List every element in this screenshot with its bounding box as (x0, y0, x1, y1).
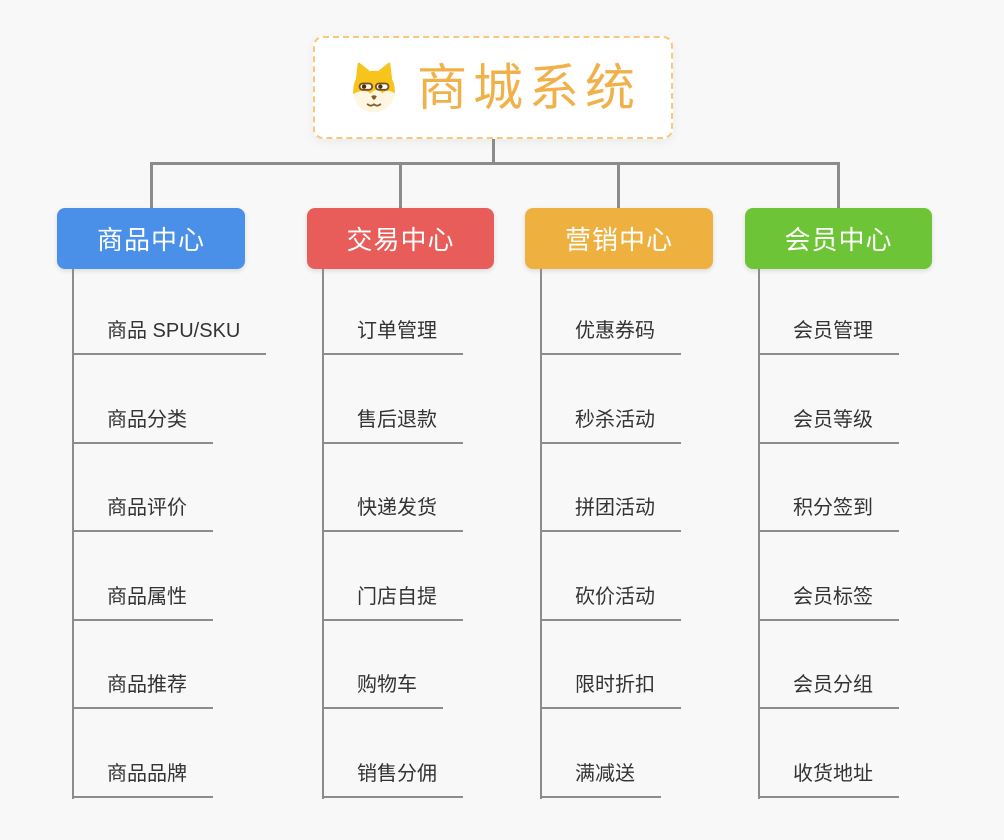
leaf-node[interactable]: 商品 SPU/SKU (74, 269, 267, 355)
leaf-node[interactable]: 砍价活动 (542, 532, 681, 621)
branch-children-trade: 订单管理 售后退款 快递发货 门店自提 购物车 销售分佣 (322, 269, 463, 799)
leaf-label: 积分签到 (760, 496, 899, 533)
leaf-label: 商品属性 (74, 585, 213, 621)
leaf-node[interactable]: 快递发货 (324, 444, 463, 533)
leaf-label: 销售分佣 (324, 762, 463, 798)
leaf-label: 会员分组 (760, 673, 899, 710)
leaf-label: 收货地址 (760, 762, 899, 798)
leaf-node[interactable]: 秒杀活动 (542, 355, 681, 444)
leaf-label: 砍价活动 (542, 585, 681, 621)
leaf-node[interactable]: 商品分类 (74, 355, 266, 444)
leaf-node[interactable]: 会员分组 (760, 621, 899, 710)
branch-node-member-center[interactable]: 会员中心 (745, 208, 932, 269)
branch-node-marketing-center[interactable]: 营销中心 (525, 208, 713, 269)
leaf-node[interactable]: 积分签到 (760, 444, 899, 533)
leaf-label: 秒杀活动 (542, 408, 681, 444)
leaf-node[interactable]: 售后退款 (324, 355, 463, 444)
leaf-node[interactable]: 会员标签 (760, 532, 899, 621)
leaf-label: 购物车 (324, 673, 443, 710)
leaf-label: 会员等级 (760, 408, 899, 444)
connector-drop-trade (399, 162, 402, 208)
leaf-label: 拼团活动 (542, 496, 681, 533)
leaf-node[interactable]: 商品评价 (74, 444, 266, 533)
leaf-node[interactable]: 拼团活动 (542, 444, 681, 533)
branch-label: 会员中心 (784, 225, 893, 255)
leaf-label: 快递发货 (324, 496, 463, 533)
leaf-label: 商品品牌 (74, 762, 213, 798)
leaf-node[interactable]: 限时折扣 (542, 621, 681, 710)
leaf-label: 会员管理 (760, 319, 899, 355)
leaf-label: 满减送 (542, 762, 661, 798)
connector-drop-member (837, 162, 840, 208)
branch-children-member: 会员管理 会员等级 积分签到 会员标签 会员分组 收货地址 (758, 269, 899, 799)
leaf-label: 商品评价 (74, 496, 213, 533)
leaf-node[interactable]: 销售分佣 (324, 709, 463, 798)
leaf-label: 售后退款 (324, 408, 463, 444)
leaf-label: 商品分类 (74, 408, 213, 444)
leaf-node[interactable]: 订单管理 (324, 269, 463, 355)
connector-root-stem (492, 139, 495, 164)
leaf-node[interactable]: 会员管理 (760, 269, 899, 355)
leaf-node[interactable]: 门店自提 (324, 532, 463, 621)
leaf-label: 商品推荐 (74, 673, 213, 710)
leaf-label: 商品 SPU/SKU (74, 319, 267, 355)
branch-label: 营销中心 (564, 225, 673, 255)
leaf-label: 门店自提 (324, 585, 463, 621)
branch-children-marketing: 优惠券码 秒杀活动 拼团活动 砍价活动 限时折扣 满减送 (540, 269, 681, 799)
branch-node-product-center[interactable]: 商品中心 (57, 208, 245, 269)
leaf-node[interactable]: 购物车 (324, 621, 463, 710)
branch-children-product: 商品 SPU/SKU 商品分类 商品评价 商品属性 商品推荐 商品品牌 (72, 269, 267, 799)
leaf-node[interactable]: 商品品牌 (74, 709, 266, 798)
branch-label: 商品中心 (96, 225, 205, 255)
branch-node-trade-center[interactable]: 交易中心 (307, 208, 494, 269)
leaf-label: 会员标签 (760, 585, 899, 621)
leaf-node[interactable]: 收货地址 (760, 709, 899, 798)
branch-label: 交易中心 (346, 225, 455, 255)
connector-horizontal-bus (150, 162, 840, 165)
leaf-node[interactable]: 满减送 (542, 709, 681, 798)
leaf-label: 优惠券码 (542, 319, 681, 355)
connector-drop-product (150, 162, 153, 208)
root-node-mall-system[interactable]: 商城系统 (313, 36, 673, 139)
root-title: 商城系统 (417, 59, 641, 116)
leaf-label: 限时折扣 (542, 673, 681, 710)
leaf-node[interactable]: 会员等级 (760, 355, 899, 444)
doge-dog-icon (353, 62, 395, 112)
leaf-node[interactable]: 优惠券码 (542, 269, 681, 355)
leaf-label: 订单管理 (324, 319, 463, 355)
leaf-node[interactable]: 商品推荐 (74, 621, 266, 710)
connector-drop-marketing (617, 162, 620, 208)
leaf-node[interactable]: 商品属性 (74, 532, 266, 621)
